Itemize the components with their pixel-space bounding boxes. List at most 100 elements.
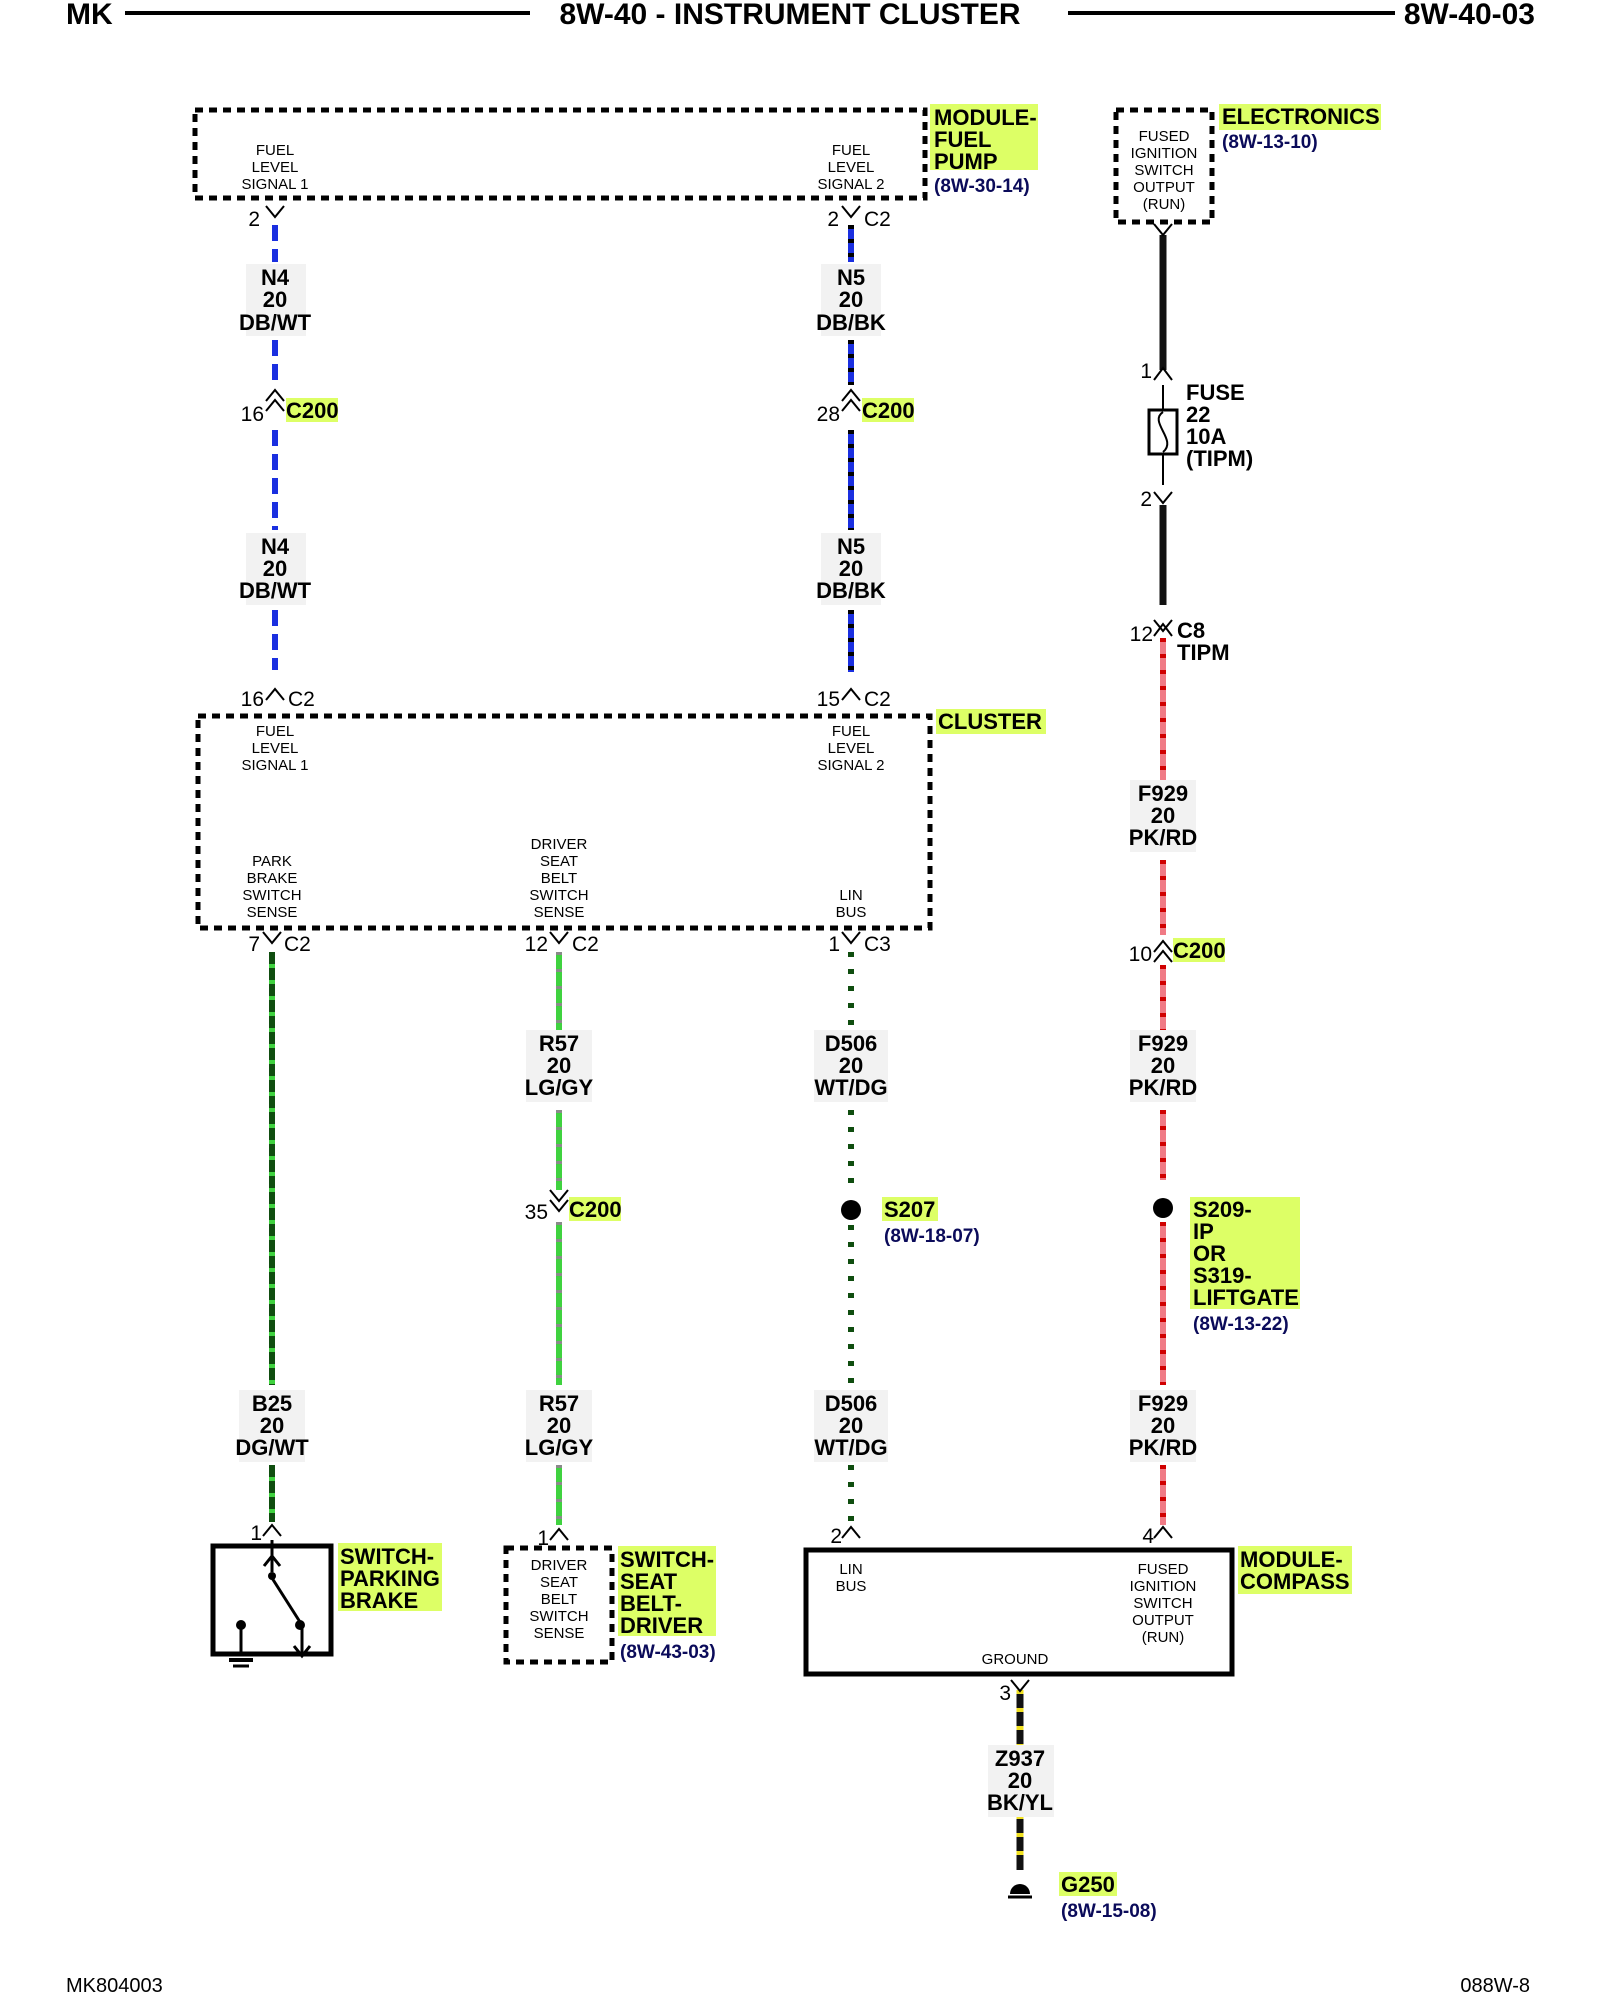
fuel-pump-name-line1: MODULE- (934, 105, 1037, 130)
cluster-seat-connector: C2 (572, 933, 599, 956)
f929-lower-id: F929 (1138, 1391, 1188, 1416)
electronics-ref: (8W-13-10) (1222, 132, 1318, 153)
cluster-lin-pin-number: 1 (828, 933, 840, 956)
n4-upper-gauge: 20 (263, 287, 287, 312)
r57-upper-color: LG/GY (525, 1075, 594, 1100)
electronics-pin-label-line4: OUTPUT (1133, 179, 1195, 196)
compass-ign-arrow (1153, 1525, 1173, 1539)
cluster-name: CLUSTER (938, 709, 1042, 734)
n4-lower-color: DB/WT (239, 578, 312, 603)
r57-c200-pin-number: 35 (525, 1201, 548, 1224)
ground-ref: (8W-15-08) (1061, 1901, 1157, 1922)
fuse-symbol (1147, 385, 1179, 485)
s209-ref: (8W-13-22) (1193, 1314, 1289, 1335)
wire-label-r57-upper: R57 20 LG/GY (525, 1030, 594, 1102)
b25-gauge: 20 (260, 1413, 284, 1438)
electronics-name-highlight (1219, 104, 1381, 130)
fuel-pump-pin2-number: 2 (827, 208, 839, 231)
compass-ign-label-line1: FUSED (1138, 1561, 1189, 1578)
fuel-pump-pin2-label-line3: SIGNAL 2 (818, 176, 885, 193)
f929-middle-color: PK/RD (1129, 1075, 1197, 1100)
compass-ign-label-line5: (RUN) (1142, 1629, 1185, 1646)
s209-highlight (1190, 1197, 1300, 1309)
footer-right: 088W-8 (1460, 1975, 1530, 1997)
f929-middle-gauge: 20 (1151, 1053, 1175, 1078)
s207-ref: (8W-18-07) (884, 1226, 980, 1247)
compass-lin-arrow (841, 1525, 861, 1539)
compass-ground-label: GROUND (982, 1651, 1049, 1668)
s209-name-line1: S209- (1193, 1197, 1252, 1222)
fuse-pin-top-number: 1 (1140, 360, 1152, 383)
park-switch-name-line2: PARKING (340, 1566, 440, 1591)
z937-color: BK/YL (987, 1790, 1053, 1815)
park-switch-name-line1: SWITCH- (340, 1544, 434, 1569)
fuel-pump-name-line2: FUEL (934, 127, 991, 152)
n5-upper-id: N5 (837, 265, 865, 290)
cluster-n4-pin-number: 16 (241, 688, 264, 711)
footer-left: MK804003 (66, 1975, 163, 1997)
wire-label-b25: B25 20 DG/WT (235, 1390, 309, 1462)
electronics-pin-label-line5: (RUN) (1143, 196, 1186, 213)
compass-ign-pin-number: 4 (1142, 1525, 1154, 1548)
fuse-pin-top-arrow (1153, 366, 1173, 381)
cluster-fuel2-label-line3: SIGNAL 2 (818, 757, 885, 774)
fuel-pump-pin1-label-line2: LEVEL (252, 159, 299, 176)
cluster-seat-label-line2: SEAT (540, 853, 578, 870)
cluster-seat-pin-number: 12 (525, 933, 548, 956)
f929-middle-id: F929 (1138, 1031, 1188, 1056)
compass-name-line2: COMPASS (1240, 1569, 1350, 1594)
n5-upper-color: DB/BK (816, 310, 886, 335)
n5-c200-highlight (862, 398, 914, 422)
r57-lower-color: LG/GY (525, 1435, 594, 1460)
s209-name-line3: OR (1193, 1241, 1226, 1266)
seat-switch-label-line5: SENSE (534, 1625, 585, 1642)
park-switch-name-highlight (338, 1543, 442, 1611)
fuel-pump-connector-c2: C2 (864, 208, 891, 231)
n4-c200-arrow-top (265, 388, 285, 402)
n4-upper-id: N4 (261, 265, 290, 290)
wire-label-f929-middle: F929 20 PK/RD (1129, 1030, 1197, 1102)
s209-name-line2: IP (1193, 1219, 1214, 1244)
header-left: MK (66, 0, 113, 31)
compass-lin-pin-number: 2 (830, 1525, 842, 1548)
n4-c200-pin-number: 16 (241, 403, 264, 426)
ground-g250-icon (1008, 1884, 1032, 1899)
fuel-pump-pin1-number: 2 (248, 208, 260, 231)
cluster-name-highlight (936, 709, 1046, 734)
tipm-c8-arrow-bottom (1153, 619, 1173, 633)
b25-color: DG/WT (235, 1435, 309, 1460)
cluster-fuel1-label-line3: SIGNAL 1 (242, 757, 309, 774)
cluster-lin-connector: C3 (864, 933, 891, 956)
d506-lower-id: D506 (825, 1391, 878, 1416)
fuse-pin-bottom-arrow (1153, 491, 1173, 505)
seat-switch-name-highlight (618, 1546, 716, 1636)
n4-upper-color: DB/WT (239, 310, 312, 335)
f929-upper-id: F929 (1138, 781, 1188, 806)
d506-upper-id: D506 (825, 1031, 878, 1056)
wire-label-n4-upper: N4 20 DB/WT (239, 264, 312, 336)
module-fuel-pump: FUEL LEVEL SIGNAL 1 FUEL LEVEL SIGNAL 2 (192, 107, 928, 201)
electronics-name: ELECTRONICS (1222, 104, 1380, 129)
fuel-pump-name-highlight (930, 104, 1038, 170)
s209-name-line4: S319- (1193, 1263, 1252, 1288)
ground-name: G250 (1061, 1872, 1115, 1897)
fuel-pump-pin2-label-line1: FUEL (832, 142, 870, 159)
cluster-lin-label-line1: LIN (839, 887, 862, 904)
f929-upper-color: PK/RD (1129, 825, 1197, 850)
cluster-park-label-line3: SWITCH (242, 887, 301, 904)
compass-lin-label-line2: BUS (836, 1578, 867, 1595)
compass-name-highlight (1238, 1546, 1352, 1594)
splice-s207-dot (841, 1200, 861, 1220)
tipm-label: TIPM (1177, 640, 1230, 665)
wire-label-n4-lower: N4 20 DB/WT (239, 533, 312, 605)
f929-c200-arrow-bottom (1153, 949, 1173, 963)
tipm-c8-arrow-top (1153, 622, 1173, 637)
park-switch-pin-arrow (262, 1523, 282, 1537)
r57-c200-label: C200 (569, 1197, 622, 1222)
compass-ign-label-line4: OUTPUT (1132, 1612, 1194, 1629)
fuel-pump-pin1-arrow (265, 205, 285, 219)
b25-id: B25 (252, 1391, 292, 1416)
cluster-n5-connector: C2 (864, 688, 891, 711)
compass-ign-label-line3: SWITCH (1133, 1595, 1192, 1612)
